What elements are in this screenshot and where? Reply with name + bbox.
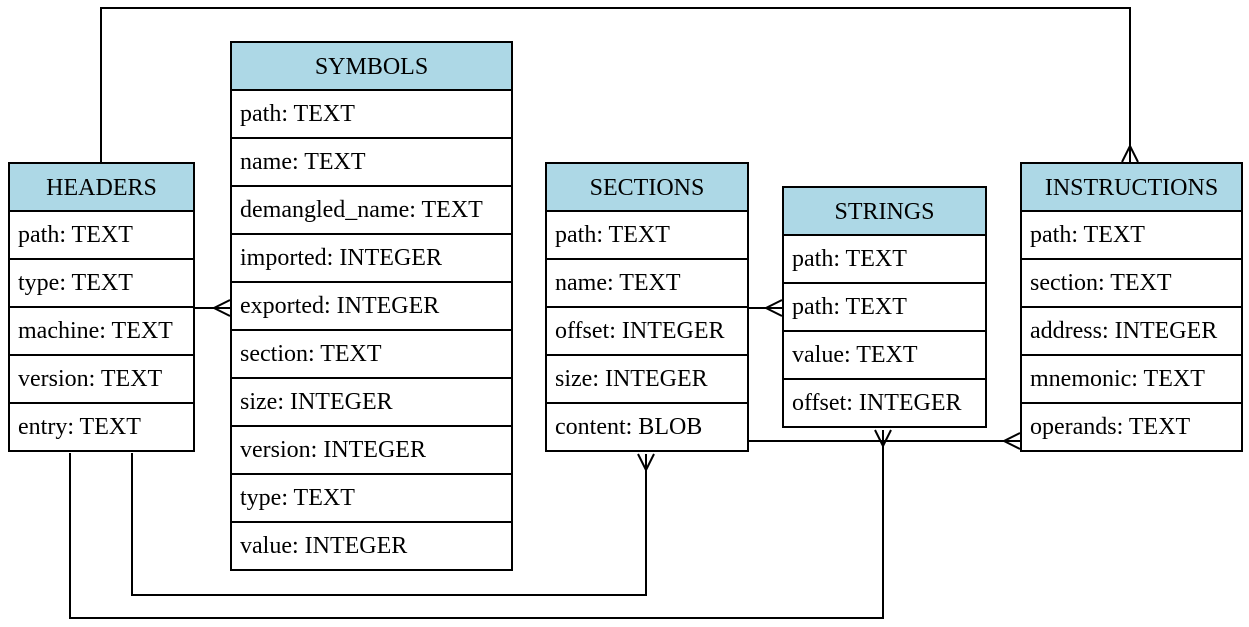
crowfoot-instructions-top: [1121, 143, 1139, 163]
entity-field: version: TEXT: [10, 356, 193, 404]
entity-field: name: TEXT: [547, 260, 747, 308]
entity-field: path: TEXT: [784, 236, 985, 284]
entity-field: size: INTEGER: [232, 379, 511, 427]
entity-field: operands: TEXT: [1030, 414, 1191, 440]
entity-field: value: INTEGER: [240, 533, 408, 559]
entity-field: section: TEXT: [1022, 260, 1241, 308]
entity-field: address: INTEGER: [1022, 308, 1241, 356]
entity-field: offset: INTEGER: [792, 390, 962, 416]
entity-field: machine: TEXT: [10, 308, 193, 356]
entity-field: demangled_name: TEXT: [232, 187, 511, 235]
crowfoot-symbols-left: [211, 299, 231, 317]
entity-title: STRINGS: [784, 188, 985, 236]
entity-field: name: TEXT: [232, 139, 511, 187]
entity-field: path: TEXT: [784, 284, 985, 332]
entity-field: path: TEXT: [10, 212, 193, 260]
entity-field: type: TEXT: [232, 475, 511, 523]
crowfoot-strings-left: [763, 299, 783, 317]
entity-title: HEADERS: [10, 164, 193, 212]
entity-field: mnemonic: TEXT: [1022, 356, 1241, 404]
entity-field: imported: INTEGER: [232, 235, 511, 283]
entity-field: exported: INTEGER: [232, 283, 511, 331]
entity-title: SYMBOLS: [232, 43, 511, 91]
crowfoot-sections-bottom: [637, 453, 655, 473]
entity-field: type: TEXT: [10, 260, 193, 308]
entity-field: section: TEXT: [232, 331, 511, 379]
entity-field: path: TEXT: [232, 91, 511, 139]
entity-title: INSTRUCTIONS: [1022, 164, 1241, 212]
entity-field: size: INTEGER: [547, 356, 747, 404]
entity-field: path: TEXT: [1022, 212, 1241, 260]
crowfoot-instructions-left: [1001, 432, 1021, 450]
entity-field: offset: INTEGER: [547, 308, 747, 356]
entity-title: SECTIONS: [547, 164, 747, 212]
entity-field: content: BLOB: [555, 414, 703, 440]
entity-field: path: TEXT: [547, 212, 747, 260]
edge-headers-strings: [69, 430, 884, 619]
edge-headers-sections: [131, 453, 647, 596]
entity-field: value: TEXT: [784, 332, 985, 380]
crowfoot-strings-bottom: [874, 429, 892, 449]
entity-field: version: INTEGER: [232, 427, 511, 475]
edge-headers-instructions: [100, 7, 1131, 162]
entity-field: entry: TEXT: [18, 414, 141, 440]
